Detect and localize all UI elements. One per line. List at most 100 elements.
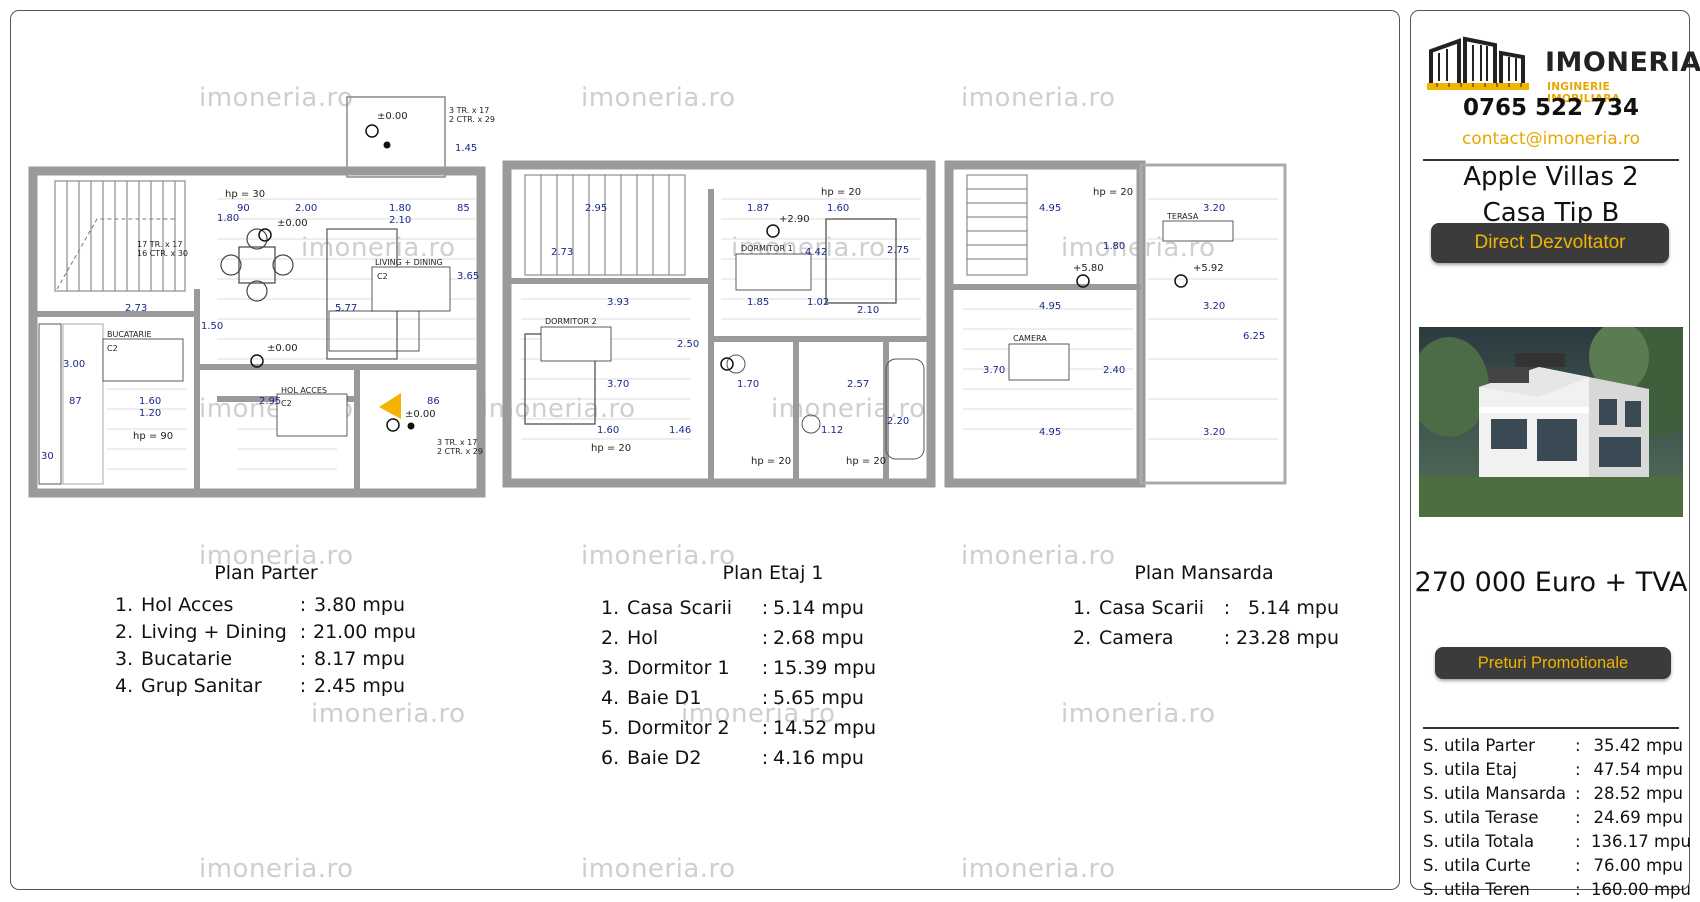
label-bucatarie: BUCATARIE: [107, 330, 152, 339]
dimension: 3.70: [983, 365, 1005, 376]
dimension: 1.60: [827, 203, 849, 214]
dimension: 1.45: [455, 143, 477, 154]
table-row: S. utila Etaj:47.54 mpu: [1423, 760, 1683, 779]
dimension: 1.80: [1103, 241, 1125, 252]
floor-plan-mansarda: CAMERA TERASA hp = 20 +5.80 +5.92 4.95 3…: [944, 160, 1287, 488]
watermark: imoneria.ro: [581, 83, 736, 113]
dimension: 87: [69, 396, 82, 407]
label-level: +5.92: [1193, 263, 1224, 274]
dimension: 85: [457, 203, 470, 214]
label-stairs: 17 TR. x 17: [137, 240, 182, 249]
table-row: S. utila Terase:24.69 mpu: [1423, 808, 1683, 827]
label-hp: hp = 20: [591, 443, 631, 454]
dimension: 1.02: [807, 297, 829, 308]
label-stairs: 3 TR. x 17: [449, 106, 489, 115]
direct-developer-badge[interactable]: Direct Dezvoltator: [1431, 223, 1669, 263]
plan-title-mansarda: Plan Mansarda: [1134, 562, 1274, 584]
list-item: 5.Dormitor 2:14.52 mpu: [601, 717, 877, 739]
label-dormitor2: DORMITOR 2: [545, 317, 597, 326]
list-item: 2.Hol:2.68 mpu: [601, 627, 864, 649]
dimension: 4.95: [1039, 427, 1061, 438]
divider: [1423, 727, 1679, 729]
email-link[interactable]: contact@imoneria.ro: [1461, 129, 1641, 149]
dimension: 2.75: [887, 245, 909, 256]
dimension: 3.93: [607, 297, 629, 308]
phone-number[interactable]: 0765 522 734: [1462, 95, 1640, 121]
room-list-etaj: 1.Casa Scarii:5.14 mpu 2.Hol:2.68 mpu 3.…: [601, 593, 877, 773]
label-hp: hp = 30: [225, 189, 265, 200]
label-camera: CAMERA: [1013, 334, 1047, 343]
dimension: 1.20: [139, 408, 161, 419]
dimension: 3.65: [457, 271, 479, 282]
list-item: 3.Bucatarie:8.17 mpu: [115, 648, 405, 670]
dimension: 5.77: [335, 303, 357, 314]
floor-plan-parter: LIVING + DINING BUCATARIE HOL ACCES C2 C…: [28, 96, 495, 498]
label-level: +5.80: [1073, 263, 1104, 274]
label-dormitor1: DORMITOR 1: [741, 244, 793, 253]
dimension: 2.73: [551, 247, 573, 258]
label-level: ±0.00: [267, 343, 298, 354]
room-list-parter: 1.Hol Acces:3.80 mpu 2.Living + Dining:2…: [115, 592, 416, 700]
label-hol-acces: HOL ACCES: [281, 386, 327, 395]
dimension: 1.60: [139, 396, 161, 407]
dimension: 2.20: [887, 416, 909, 427]
label-c2: C2: [107, 344, 118, 353]
promo-prices-button[interactable]: Preturi Promotionale: [1435, 647, 1671, 679]
dimension: 6.25: [1243, 331, 1265, 342]
price: 270 000 Euro + TVA: [1414, 567, 1688, 598]
dimension: 1.70: [737, 379, 759, 390]
floor-plans-panel: imoneria.ro imoneria.ro imoneria.ro imon…: [10, 10, 1400, 890]
dimension: 2.00: [295, 203, 317, 214]
label-hp: hp = 90: [133, 431, 173, 442]
list-item: 4.Baie D1:5.65 mpu: [601, 687, 864, 709]
label-level: ±0.00: [377, 111, 408, 122]
dimension: 1.85: [747, 297, 769, 308]
table-row: S. utila Mansarda:28.52 mpu: [1423, 784, 1683, 803]
watermark: imoneria.ro: [199, 854, 354, 884]
dimension: 3.20: [1203, 427, 1225, 438]
dimension: 1.60: [597, 425, 619, 436]
table-row: S. utila Parter:35.42 mpu: [1423, 736, 1683, 755]
label-stairs: 2 CTR. x 29: [449, 115, 495, 124]
dimension: 2.10: [389, 215, 411, 226]
dimension: 30: [41, 451, 54, 462]
watermark: imoneria.ro: [581, 854, 736, 884]
label-stairs: 2 CTR. x 29: [437, 447, 483, 456]
dimension: 3.20: [1203, 301, 1225, 312]
watermark: imoneria.ro: [961, 854, 1116, 884]
dimension: 4.95: [1039, 301, 1061, 312]
watermark: imoneria.ro: [961, 541, 1116, 571]
label-level: +2.90: [779, 214, 810, 225]
label-hp: hp = 20: [821, 187, 861, 198]
list-item: 1.Casa Scarii:5.14 mpu: [1073, 597, 1339, 619]
dimension: 1.50: [201, 321, 223, 332]
room-list-mansarda: 1.Casa Scarii:5.14 mpu 2.Camera:23.28 mp…: [1073, 593, 1339, 653]
dimension: 3.20: [1203, 203, 1225, 214]
dimension: 2.50: [677, 339, 699, 350]
project-title: Apple Villas 2 Casa Tip B: [1411, 159, 1691, 231]
watermark: imoneria.ro: [311, 699, 466, 729]
plan-title-etaj: Plan Etaj 1: [722, 562, 824, 584]
brand-name: IMONERIA: [1545, 47, 1700, 78]
watermark: imoneria.ro: [961, 83, 1116, 113]
table-row: S. utila Totala:136.17 mpu: [1423, 832, 1691, 851]
label-hp: hp = 20: [751, 456, 791, 467]
dimension: 1.12: [821, 425, 843, 436]
brand-logo[interactable]: IMONERIA INGINERIE IMOBILIARA: [1425, 25, 1700, 105]
watermark: imoneria.ro: [1061, 699, 1216, 729]
dimension: 1.80: [389, 203, 411, 214]
label-stairs: 3 TR. x 17: [437, 438, 477, 447]
floor-plan-etaj-1: DORMITOR 1 DORMITOR 2 hp = 20 hp = 20 hp…: [502, 160, 936, 488]
label-terasa: TERASA: [1166, 212, 1199, 221]
list-item: 4.Grup Sanitar:2.45 mpu: [115, 675, 405, 697]
dimension: 2.95: [259, 396, 281, 407]
label-level: ±0.00: [405, 409, 436, 420]
dimension: 4.95: [1039, 203, 1061, 214]
list-item: 1.Casa Scarii:5.14 mpu: [601, 597, 864, 619]
label-c2: C2: [281, 399, 292, 408]
divider: [1423, 159, 1679, 161]
list-item: 6.Baie D2:4.16 mpu: [601, 747, 864, 769]
table-row: S. utila Curte:76.00 mpu: [1423, 856, 1683, 875]
dimension: 90: [237, 203, 250, 214]
label-hp: hp = 20: [1093, 187, 1133, 198]
